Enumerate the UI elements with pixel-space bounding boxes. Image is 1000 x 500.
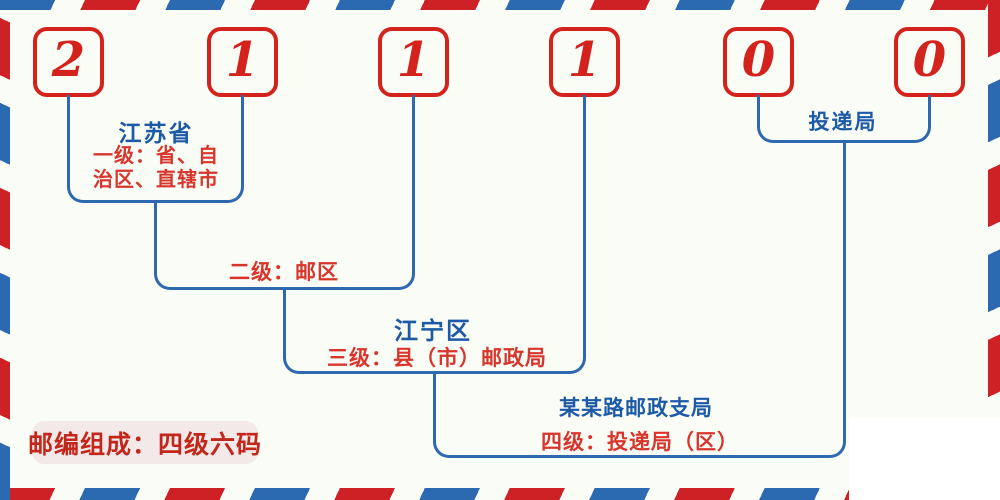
level4-bracket-right-line	[843, 141, 846, 374]
level4-region-label: 某某路邮政支局	[559, 395, 713, 420]
airmail-border-left	[0, 0, 10, 500]
airmail-border-top	[0, 0, 1000, 10]
postal-digit-5: 0	[741, 32, 776, 88]
postal-digit-box-4: 1	[549, 27, 620, 97]
level1-description: 一级：省、自 治区、直辖市	[93, 143, 219, 191]
postal-digit-box-3: 1	[378, 27, 449, 97]
level4-description: 四级：投递局（区）	[541, 430, 739, 454]
level1-description-line1: 一级：省、自	[93, 143, 219, 167]
postal-digit-3: 1	[396, 32, 431, 88]
airmail-border-right	[988, 0, 1000, 500]
level2-bracket-right-line	[412, 95, 415, 203]
postal-digit-6: 0	[912, 32, 947, 88]
level2-description: 二级：邮区	[229, 260, 339, 284]
postal-digit-1: 2	[51, 32, 86, 88]
postal-digit-4: 1	[567, 32, 602, 88]
postal-digit-box-6: 0	[894, 27, 965, 97]
postal-code-composition-text: 邮编组成：四级六码	[28, 429, 263, 459]
level3-region-label: 江宁区	[394, 316, 472, 345]
airmail-border-bottom	[0, 488, 1000, 500]
postal-code-composition-badge: 邮编组成：四级六码	[28, 421, 261, 464]
postal-digit-2: 1	[225, 32, 260, 88]
level1-description-line2: 治区、直辖市	[93, 167, 219, 191]
postal-digit-box-5: 0	[723, 27, 794, 97]
delivery-office-label: 投递局	[808, 109, 878, 134]
level4-bracket	[433, 372, 846, 458]
level3-description: 三级：县（市）邮政局	[327, 346, 547, 370]
level3-bracket-right-line	[583, 95, 586, 290]
bottom-right-white-patch	[849, 418, 1000, 500]
postal-digit-box-2: 1	[207, 27, 278, 97]
level1-region-label: 江苏省	[118, 120, 194, 147]
postal-digit-box-1: 2	[33, 27, 104, 97]
